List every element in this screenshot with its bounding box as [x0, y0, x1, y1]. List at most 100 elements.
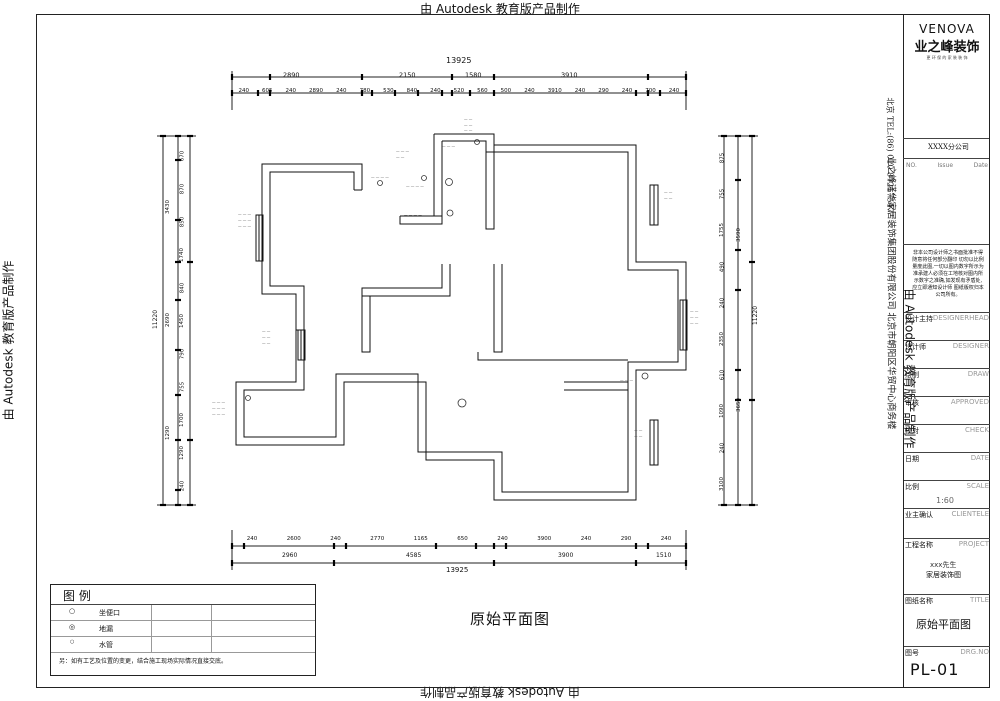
drawing-number: PL-01 [910, 660, 960, 679]
dim-label: 240 [430, 88, 441, 94]
dim-label: 500 [500, 88, 512, 94]
dim-label: 240 [524, 88, 535, 94]
dim-label: 2690 [165, 312, 171, 327]
tb-en-check: CHECK [964, 426, 989, 434]
svg-text:— —: — — [634, 428, 643, 432]
svg-text:— —: — — [464, 123, 473, 127]
dim-top-3: 1580 [465, 71, 482, 79]
project-line2: 家居装饰图 [926, 571, 961, 579]
dim-label: 3910 [547, 88, 562, 94]
tb-label-drawing-no: 图号 [905, 649, 919, 657]
dim-label: 290 [620, 536, 632, 542]
svg-text:— —: — — [262, 329, 271, 333]
tb-en-date: DATE [970, 454, 989, 462]
svg-text:— —: — — [690, 321, 699, 325]
dim-label: 240 [238, 88, 250, 94]
tb-en-scale: SCALE [966, 482, 989, 490]
svg-text:— — —: — — — [212, 400, 225, 404]
title-block-frame [903, 14, 990, 688]
svg-text:— — — —: — — — — [406, 184, 424, 188]
dim-label: 780 [359, 88, 371, 94]
brand-logo: VENOVA 业之峰装饰 更 环 保 的 家 装 装 饰 [906, 22, 988, 61]
dim-bottom-2-b: 4585 [406, 552, 422, 559]
floor-drain-icon: ◎ [69, 623, 76, 631]
dim-label: 1450 [179, 313, 185, 328]
legend-box: 图 例 ○ 坐便口 ◎ 地漏 ○ 水管 另：如有工艺及位置的变更，结合施工现场实… [50, 584, 316, 676]
dim-label: 3650 [736, 398, 742, 412]
dim-label: 650 [457, 536, 468, 542]
tb-en-drawing-no: DRG.NO [960, 648, 989, 656]
tb-label-project: 工程名称 [905, 541, 933, 549]
legend-row: ○ 水管 [51, 637, 315, 653]
dim-top-total: 13925 [446, 56, 472, 65]
dim-label: 870 [179, 184, 185, 195]
dim-label: 240 [719, 442, 725, 453]
dim-bottom-row1: 240 2600 240 2770 1165 650 240 3900 240 … [232, 536, 686, 542]
svg-text:— —: — — [262, 341, 271, 345]
copyright-notice: 非本公司设计师之书面批准不得随意将任何部分翻印 切勿以比例量度此图,一切以图内数… [912, 250, 984, 298]
legend-row: ◎ 地漏 [51, 621, 315, 637]
issue-date: Date [973, 162, 988, 169]
legend-note: 另：如有工艺及位置的变更，结合施工现场实际情况直接交底。 [59, 658, 228, 665]
dim-label: 240 [497, 536, 508, 542]
dim-label: 875 [719, 152, 725, 164]
tb-label-designer-head: 设计主持 [905, 315, 933, 323]
dim-label: 240 [336, 88, 347, 94]
dim-right-inner: 875 755 1755 490 240 2350 610 1090 240 3… [716, 140, 728, 502]
dim-label: 2600 [286, 536, 301, 542]
dim-bottom-2-d: 1510 [656, 552, 672, 559]
dim-label: 840 [179, 282, 185, 294]
svg-text:— — — —: — — — — [404, 213, 422, 217]
dim-label: 560 [477, 88, 488, 94]
svg-text:— — —: — — — [212, 412, 225, 416]
svg-text:— — —: — — — [238, 224, 251, 228]
issue-no: NO. [906, 162, 917, 169]
legend-label: 坐便口 [99, 609, 120, 617]
svg-text:— — —: — — — [442, 144, 455, 148]
legend-row: ○ 坐便口 [51, 605, 315, 621]
dim-right-total: 11220 [752, 305, 760, 326]
svg-text:— — —: — — — [396, 149, 409, 153]
legend-label: 水管 [99, 641, 113, 649]
dim-top-row2: 240 605 240 2890 240 780 530 840 240 520… [232, 88, 686, 94]
svg-text:— —: — — [464, 117, 473, 121]
dim-label: 2350 [719, 332, 725, 347]
address-vertical: 北京 TEL:(86) 010 87217547 [885, 97, 895, 213]
tb-label-date: 日期 [905, 455, 919, 463]
issue-label: Issue [937, 162, 954, 169]
dim-label: 850 [179, 217, 185, 228]
project-line1: xxx先生 [930, 561, 957, 569]
svg-text:— —: — — [690, 309, 699, 313]
dim-label: 700 [645, 88, 656, 94]
dim-left-inner: 670 870 850 1740 840 1450 790 755 1700 1… [176, 140, 188, 502]
tb-en-designer-head: DESIGNERHEAD [932, 314, 989, 322]
svg-text:— — —: — — — [238, 212, 251, 216]
svg-text:— —: — — [634, 434, 643, 438]
tb-en-client: CLIENTELE [951, 510, 989, 518]
dim-label: 840 [406, 88, 418, 94]
dim-top-2: 2150 [399, 71, 416, 79]
dim-label: 3590 [736, 228, 742, 242]
dim-label: 2770 [370, 536, 385, 542]
dim-label: 610 [719, 369, 725, 381]
tb-en-project: PROJECT [958, 540, 989, 548]
drawing-title: 原始平面图 [470, 610, 551, 628]
dim-label: 240 [660, 536, 672, 542]
tb-en-approved: APPROVED [950, 398, 989, 406]
dim-label: 240 [668, 88, 680, 94]
dim-label: 2890 [309, 88, 324, 94]
branch-name: XXXX分公司 [928, 143, 969, 151]
dim-label: 3900 [537, 536, 552, 542]
toilet-outlet-icon: ○ [69, 607, 76, 615]
svg-text:— — —: — — — [620, 378, 633, 382]
tb-label-check: 校对 [905, 427, 919, 435]
dim-label: 490 [719, 261, 725, 272]
tb-en-designer: DESIGNER [952, 342, 989, 350]
scale-value: 1:60 [936, 496, 954, 505]
dim-label: 1165 [413, 536, 428, 542]
svg-text:— —: — — [664, 190, 673, 194]
dim-top-4: 3910 [561, 71, 578, 79]
dim-bottom-2-c: 3900 [558, 552, 574, 559]
dim-label: 1290 [179, 445, 185, 460]
